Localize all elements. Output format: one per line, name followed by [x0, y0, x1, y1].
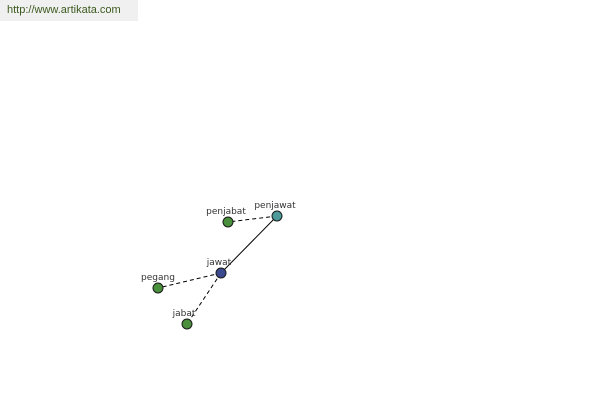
edge-penjawat-penjabat — [227, 215, 278, 223]
node-label-jawat[interactable]: jawat — [206, 258, 232, 268]
node-jawat[interactable]: jawat — [206, 258, 232, 279]
node-dot-jawat[interactable] — [215, 267, 227, 279]
site-url-link[interactable]: http://www.artikata.com — [0, 0, 138, 21]
edge-jawat-pegang — [157, 272, 222, 289]
nodes-layer: jawat penjawat penjabat pegang jabat — [141, 201, 296, 330]
node-dot-penjabat[interactable] — [222, 216, 234, 228]
node-dot-jabat[interactable] — [181, 318, 193, 330]
edge-jawat-jabat — [186, 272, 222, 325]
edges-layer — [157, 215, 278, 325]
node-jabat[interactable]: jabat — [172, 309, 196, 330]
node-dot-pegang[interactable] — [152, 282, 164, 294]
node-label-penjawat[interactable]: penjawat — [254, 201, 296, 211]
node-pegang[interactable]: pegang — [141, 273, 175, 294]
node-label-pegang[interactable]: pegang — [141, 273, 175, 283]
node-dot-penjawat[interactable] — [271, 210, 283, 222]
node-label-penjabat[interactable]: penjabat — [206, 207, 246, 217]
edge-jawat-penjawat — [220, 215, 278, 274]
node-penjabat[interactable]: penjabat — [206, 207, 246, 228]
node-penjawat[interactable]: penjawat — [254, 201, 296, 222]
node-label-jabat[interactable]: jabat — [172, 309, 196, 319]
